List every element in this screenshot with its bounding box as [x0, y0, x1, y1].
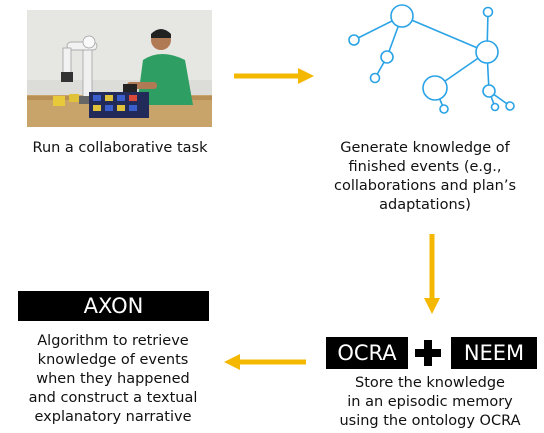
store-line: using the ontology OCRA	[339, 413, 521, 429]
store-caption: Store the knowledge in an episodic memor…	[316, 374, 544, 431]
task-photo	[27, 10, 212, 127]
axon-box: AXON	[18, 291, 209, 321]
store-line: in an episodic memory	[347, 394, 513, 410]
axon-line: Algorithm to retrieve	[37, 333, 189, 349]
ocra-box: OCRA	[326, 337, 408, 369]
generate-line: finished events (e.g.,	[348, 159, 502, 175]
generate-line: Generate knowledge of	[340, 140, 510, 156]
arrow-left-icon	[224, 354, 306, 370]
generate-line: adaptations)	[379, 197, 471, 213]
generate-line: collaborations and plan’s	[333, 178, 516, 194]
arrow-down-icon	[424, 234, 440, 314]
store-line: Store the knowledge	[355, 375, 505, 391]
axon-line: and construct a textual	[28, 390, 198, 406]
plus-icon	[415, 340, 441, 366]
axon-line: explanatory narrative	[34, 409, 192, 425]
knowledge-graph-icon	[348, 4, 515, 114]
generate-caption: Generate knowledge of finished events (e…	[306, 139, 544, 215]
axon-caption: Algorithm to retrieve knowledge of event…	[0, 332, 226, 427]
axon-line: when they happened	[36, 371, 190, 387]
axon-line: knowledge of events	[37, 352, 189, 368]
arrow-right-icon	[234, 68, 314, 84]
neem-box: NEEM	[451, 337, 537, 369]
task-caption: Run a collaborative task	[32, 140, 208, 156]
